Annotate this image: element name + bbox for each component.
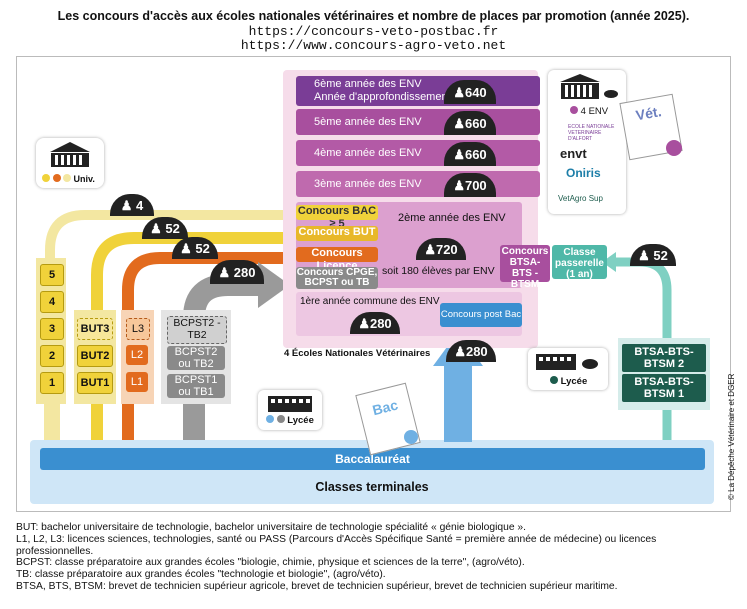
university-building-icon — [50, 142, 90, 167]
purple-dot-icon — [570, 106, 578, 114]
count-year-1-value: 280 — [369, 316, 392, 331]
bts-year-1: BTSA-BTS-BTSM 1 — [622, 374, 706, 402]
logo-alfort: ECOLE NATIONALE VETERINAIRE D'ALFORT — [568, 124, 615, 142]
univ-year-2: 2 — [40, 345, 64, 367]
lycee-bts-label-row: Lycée — [550, 376, 587, 387]
univ-year-1: 1 — [40, 372, 64, 394]
legend-but: BUT: bachelor universitaire de technolog… — [16, 522, 527, 533]
diploma-seal-icon — [666, 140, 682, 156]
lycee-bts-label: Lycée — [560, 376, 588, 387]
count-cpge-value: 280 — [233, 265, 256, 280]
legend-bcpst: BCPST: classe préparatoire aux grandes é… — [16, 557, 525, 568]
bac-seal-icon — [404, 430, 418, 444]
univ-card: Univ. — [36, 138, 104, 188]
legend-btsa: BTSA, BTS, BTSM: brevet de technicien su… — [16, 581, 618, 592]
univ-label: Univ. — [73, 174, 95, 184]
univ-year-3: 3 — [40, 318, 64, 340]
count-bac: ♟280 — [446, 340, 496, 362]
univ-year-5: 5 — [40, 264, 64, 286]
pale-dot-icon — [63, 174, 72, 182]
but-year-1: BUT1 — [77, 372, 113, 394]
bts-year-2: BTSA-BTS-BTSM 2 — [622, 344, 706, 372]
univ-legend: Univ. — [42, 174, 95, 184]
count-year-3: ♟700 — [444, 173, 496, 197]
licence-year-2: L2 — [126, 345, 148, 365]
classe-passerelle: Classe passerelle (1 an) — [552, 245, 607, 280]
count-year-3-value: 700 — [464, 178, 487, 193]
concours-postbac: Concours post Bac — [440, 303, 522, 327]
concours-but: Concours BUT — [296, 226, 378, 241]
env-footer-label: 4 Écoles Nationales Vétérinaires — [284, 348, 431, 359]
count-univ-value: 4 — [136, 198, 144, 213]
concours-licence: Concours Licence — [296, 247, 378, 272]
count-year-6: ♟640 — [444, 80, 496, 104]
concours-bac5: Concours BAC ≥ 5 — [296, 205, 378, 230]
schools-count-label: 4 ENV — [580, 106, 609, 117]
count-licence-value: 52 — [195, 241, 210, 256]
count-licence: ♟ 52 — [172, 237, 218, 259]
count-year-1: ♟280 — [350, 312, 400, 334]
logo-envt: envt — [560, 146, 587, 161]
count-bac-value: 280 — [465, 344, 488, 359]
env-year-6-title: 6ème année des ENV — [314, 78, 422, 90]
page-title: Les concours d'accès aux écoles national… — [57, 9, 690, 23]
env-year-1-label: 1ère année commune des ENV — [300, 296, 440, 307]
count-year-5-value: 660 — [464, 116, 487, 131]
url-agro-veto[interactable]: https://www.concours-agro-veto.net — [240, 38, 507, 53]
count-univ: ♟ 4 — [110, 194, 154, 216]
cpge-year-1: BCPST1 ou TB1 — [167, 374, 225, 398]
schools-card: 4 ENV ECOLE NATIONALE VETERINAIRE D'ALFO… — [548, 70, 626, 214]
schools-count: 4 ENV — [570, 106, 608, 117]
count-bts: ♟ 52 — [630, 244, 676, 266]
orange-dot-icon — [52, 174, 61, 182]
legend-tb: TB: classe préparatoire aux grandes écol… — [16, 569, 386, 580]
baccalaureat-bar: Baccalauréat — [40, 448, 705, 470]
but-year-3: BUT3 — [77, 318, 113, 340]
but-year-2: BUT2 — [77, 345, 113, 367]
concours-cpge: Concours CPGE, BCPST ou TB — [296, 267, 378, 289]
cpge-year-3: BCPST2 - TB2 — [167, 316, 227, 344]
count-year-6-value: 640 — [464, 85, 487, 100]
count-year-4-value: 660 — [464, 147, 487, 162]
legend-licence: L1, L2, L3: licences sciences, technolog… — [16, 534, 657, 557]
count-bts-value: 52 — [653, 248, 668, 263]
env-year-6-subtitle: Année d'approfondissement — [314, 91, 451, 103]
lycee-label-row: Lycée — [266, 415, 314, 426]
bac-document-label: Bac — [370, 396, 400, 419]
univ-year-4: 4 — [40, 291, 64, 313]
lycee-building-icon — [268, 396, 312, 412]
grey-dot-icon — [276, 415, 285, 423]
url-veto-postbac[interactable]: https://concours-veto-postbac.fr — [248, 24, 499, 39]
logo-oniris: Oniris — [566, 166, 601, 180]
env-year-4: 4ème année des ENV — [296, 140, 540, 166]
lycee-bts-card: Lycée — [528, 348, 608, 390]
lycee-label: Lycée — [287, 415, 314, 426]
logo-vetagrosup: VetAgro Sup — [558, 194, 603, 203]
count-but-value: 52 — [165, 221, 180, 236]
count-year-2: ♟720 — [416, 238, 466, 260]
count-year-5: ♟660 — [444, 111, 496, 135]
env-year-5: 5ème année des ENV — [296, 109, 540, 135]
vet-diploma-label: Vét. — [634, 103, 663, 124]
classes-terminales-label: Classes terminales — [315, 480, 429, 494]
credit: © La Dépêche Vétérinaire et DGER — [727, 373, 736, 500]
vet-school-building-icon — [560, 74, 618, 99]
green-dot-icon — [550, 376, 558, 384]
count-but: ♟ 52 — [142, 217, 188, 239]
yellow-dot-icon — [42, 174, 50, 182]
env-year-3: 3ème année des ENV — [296, 171, 540, 197]
env-year-2-subtitle: soit 180 élèves par ENV — [382, 265, 495, 277]
env-year-2-label: 2ème année des ENV — [398, 212, 506, 224]
count-year-4: ♟660 — [444, 142, 496, 166]
blue-dot-icon — [266, 415, 274, 423]
licence-year-1: L1 — [126, 372, 148, 392]
env-year-6: 6ème année des ENV Année d'approfondisse… — [296, 76, 540, 106]
lycee-card: Lycée — [258, 390, 322, 430]
cpge-year-2: BCPST2 ou TB2 — [167, 346, 225, 370]
licence-year-3: L3 — [126, 318, 150, 340]
lycee-agricole-icon — [536, 354, 598, 370]
concours-bts: Concours BTSA-BTS -BTSM — [500, 245, 550, 290]
count-cpge: ♟ 280 — [210, 260, 264, 284]
count-year-2-value: 720 — [435, 242, 458, 257]
